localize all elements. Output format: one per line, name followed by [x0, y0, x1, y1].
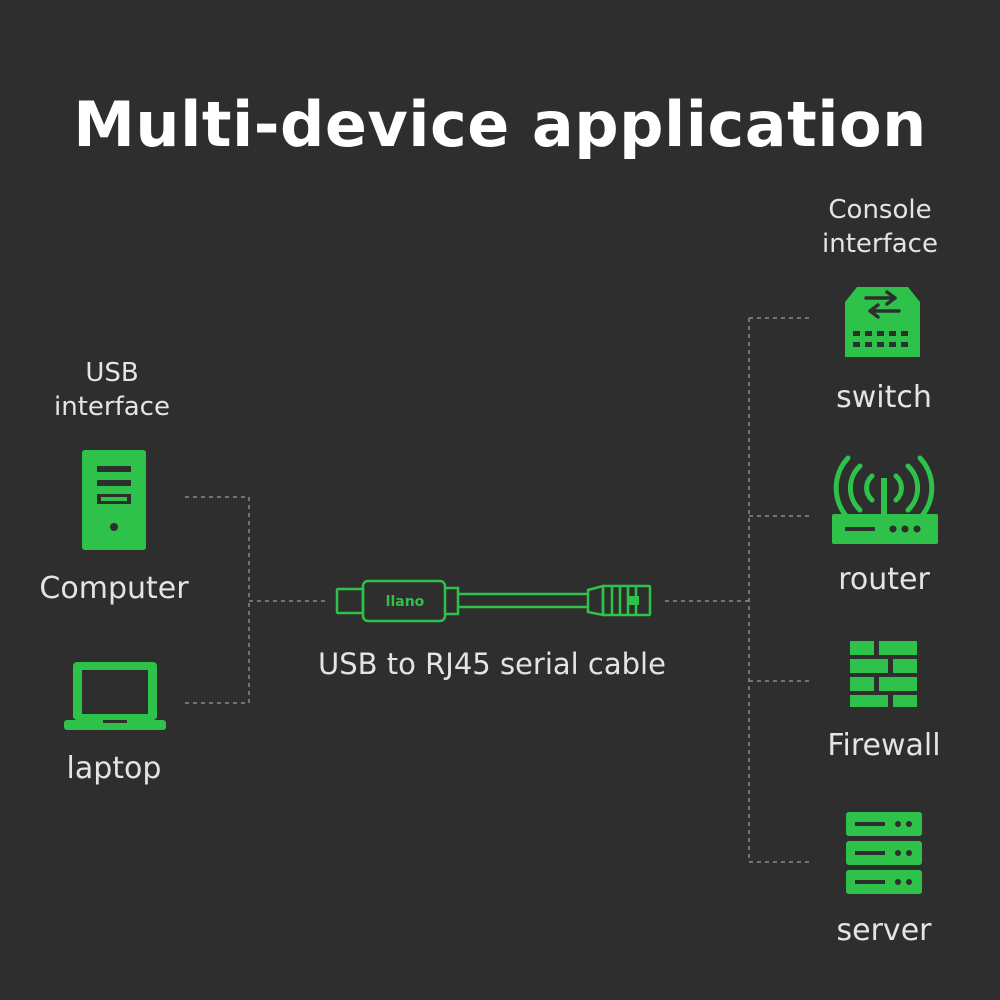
connector-laptop [185, 601, 250, 704]
cable-wire [458, 592, 588, 609]
usb-interface-header-line1: USB [85, 358, 139, 388]
firewall-icon [850, 641, 917, 707]
switch-label: switch [836, 380, 932, 415]
laptop-label: laptop [66, 751, 162, 786]
usb-body [361, 579, 447, 623]
console-interface-header-line2: interface [822, 229, 938, 259]
rj45-boot [586, 584, 605, 617]
computer-label: Computer [39, 571, 189, 606]
firewall-label: Firewall [827, 728, 941, 763]
laptop-icon [64, 662, 166, 730]
usb-rj45-cable-icon [335, 579, 652, 623]
connector-lines [185, 317, 810, 863]
usb-interface-header: USB interface [32, 356, 192, 424]
console-interface-header: Console interface [790, 193, 970, 261]
router-label: router [838, 562, 930, 597]
usb-plug [335, 587, 365, 615]
cable-brand-label: llano [386, 594, 425, 610]
computer-icon [82, 450, 146, 550]
usb-interface-header-line2: interface [54, 392, 170, 422]
page-title: Multi-device application [73, 88, 927, 161]
rj45-plug [601, 584, 652, 617]
router-icon [832, 455, 938, 544]
cable-label: USB to RJ45 serial cable [318, 647, 666, 681]
connector-computer [185, 496, 250, 601]
server-label: server [836, 913, 932, 948]
console-interface-header-line1: Console [828, 195, 932, 225]
server-icon [846, 812, 922, 894]
switch-icon [845, 287, 920, 357]
